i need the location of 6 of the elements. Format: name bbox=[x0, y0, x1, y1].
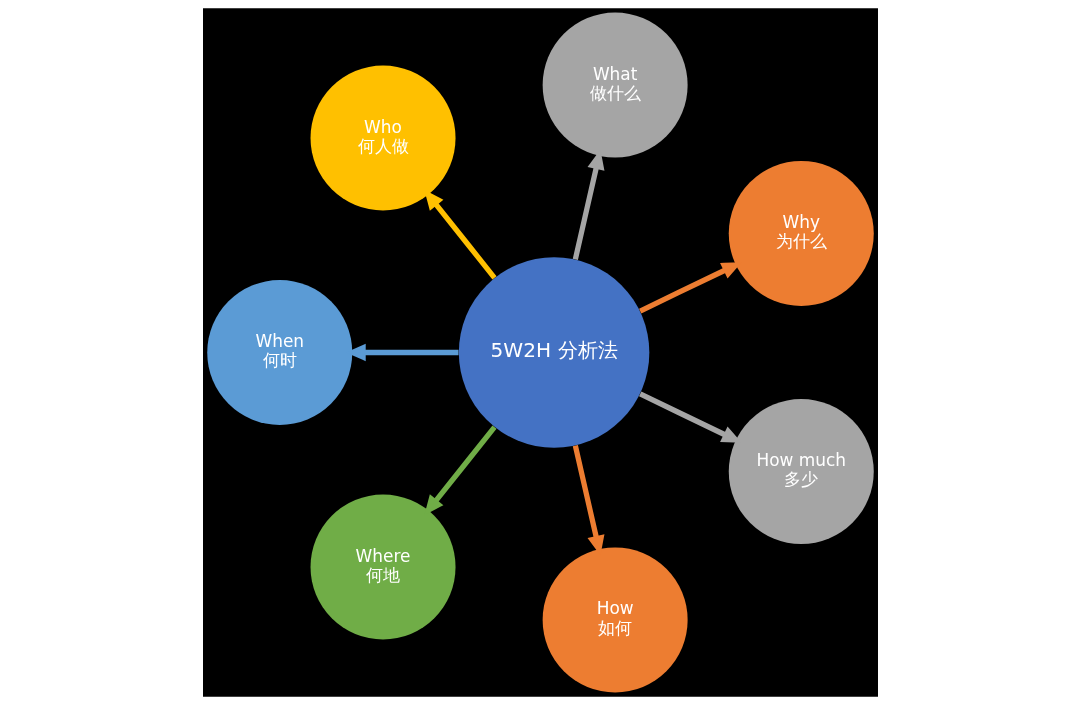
node-circle: 5W2H 分析法 bbox=[458, 257, 649, 448]
node-circle: How 如何 bbox=[542, 547, 688, 693]
node-circle: How much 多少 bbox=[728, 399, 874, 545]
node-circle: Why 为什么 bbox=[728, 160, 874, 306]
node-circle: When 何时 bbox=[206, 280, 352, 425]
node-circle: What 做什么 bbox=[542, 12, 688, 158]
